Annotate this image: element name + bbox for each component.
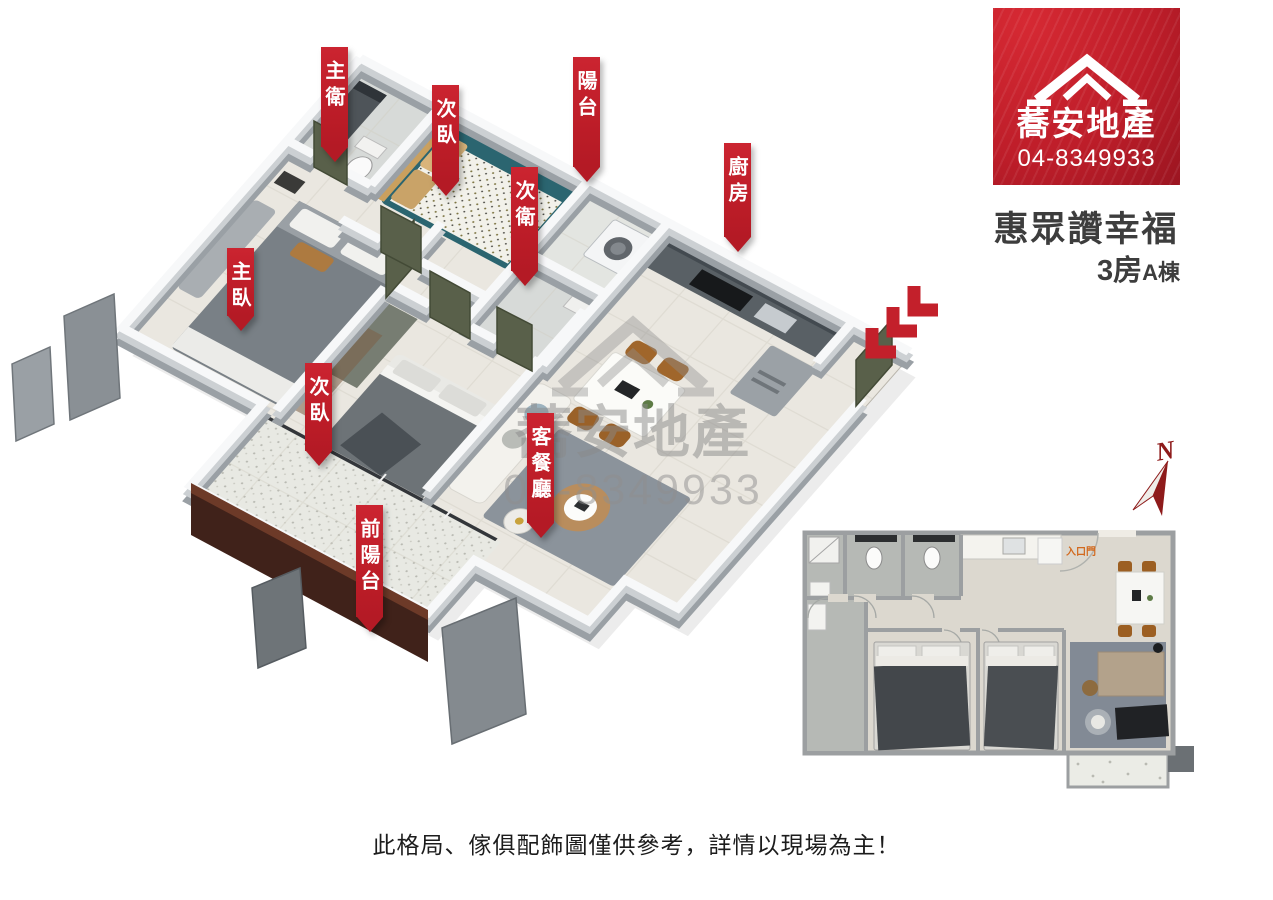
brand-name: 蕎安地產 — [1016, 104, 1157, 142]
arrow-tip-icon — [356, 617, 383, 632]
entrance-label: 入口門 — [1066, 546, 1096, 558]
house-roof-icon — [1026, 53, 1147, 106]
third-bedroom-door — [429, 269, 471, 341]
arrow-tip-icon — [511, 271, 538, 286]
master-bed — [171, 200, 412, 407]
arrow-tip-icon — [321, 147, 348, 162]
exterior-pillars — [11, 292, 527, 746]
coffee-table — [550, 483, 611, 532]
compass: N — [1132, 435, 1179, 516]
arrow-tip-icon — [305, 451, 332, 466]
room-label-third-bedroom: 次臥 — [305, 363, 332, 466]
nightstand — [273, 170, 306, 194]
second-bath-door — [496, 305, 533, 373]
mini-toilet — [923, 546, 941, 570]
room-label-master-bedroom: 主臥 — [227, 248, 254, 331]
arrow-tip-icon — [527, 523, 554, 538]
brand-phone: 04-8349933 — [1017, 145, 1156, 172]
entrance-chevron-arrows — [865, 286, 938, 359]
second-bedroom-door — [380, 204, 422, 275]
mini-bed — [983, 641, 1059, 751]
mini-living — [1070, 642, 1170, 748]
dining-table-set — [567, 340, 689, 448]
mini-dining — [1115, 561, 1165, 637]
mini-balcony — [1066, 751, 1170, 789]
bedroom-sofa — [178, 200, 276, 298]
arrow-tip-icon — [724, 237, 751, 252]
mini-toilet — [865, 546, 883, 570]
room-label-second-bedroom: 次臥 — [432, 85, 459, 196]
room-label-second-bath: 次衛 — [511, 167, 538, 286]
listing-building: A棟 — [1142, 260, 1180, 285]
sink — [353, 135, 388, 160]
floorplan-2d: 入口門 — [802, 530, 1194, 789]
arrow-tip-icon — [227, 316, 254, 331]
north-compass-needle-icon — [1132, 460, 1169, 516]
room-label-balcony: 陽台 — [573, 57, 600, 182]
brand-logo-card: 蕎安地產 04-8349933 — [993, 8, 1180, 185]
listing-subtitle: 3房A棟 — [990, 247, 1180, 289]
compass-north-label: N — [1153, 435, 1179, 467]
room-label-living-dining: 客餐廳 — [527, 413, 554, 538]
room-label-front-balcony: 前陽台 — [356, 505, 383, 632]
arrow-tip-icon — [573, 167, 600, 182]
disclaimer-text: 此格局、傢俱配飾圖僅供參考，詳情以現場為主！ — [372, 833, 901, 858]
room-label-master-bath: 主衛 — [321, 47, 348, 162]
arrow-tip-icon — [432, 181, 459, 196]
mini-entry-door-arc — [1059, 532, 1099, 572]
listing-rooms: 3房 — [1096, 255, 1143, 287]
listing-title: 惠眾讚幸福 — [993, 210, 1179, 249]
room-label-kitchen: 廚房 — [724, 143, 751, 252]
mini-bed — [873, 641, 971, 751]
refrigerator — [730, 345, 816, 417]
